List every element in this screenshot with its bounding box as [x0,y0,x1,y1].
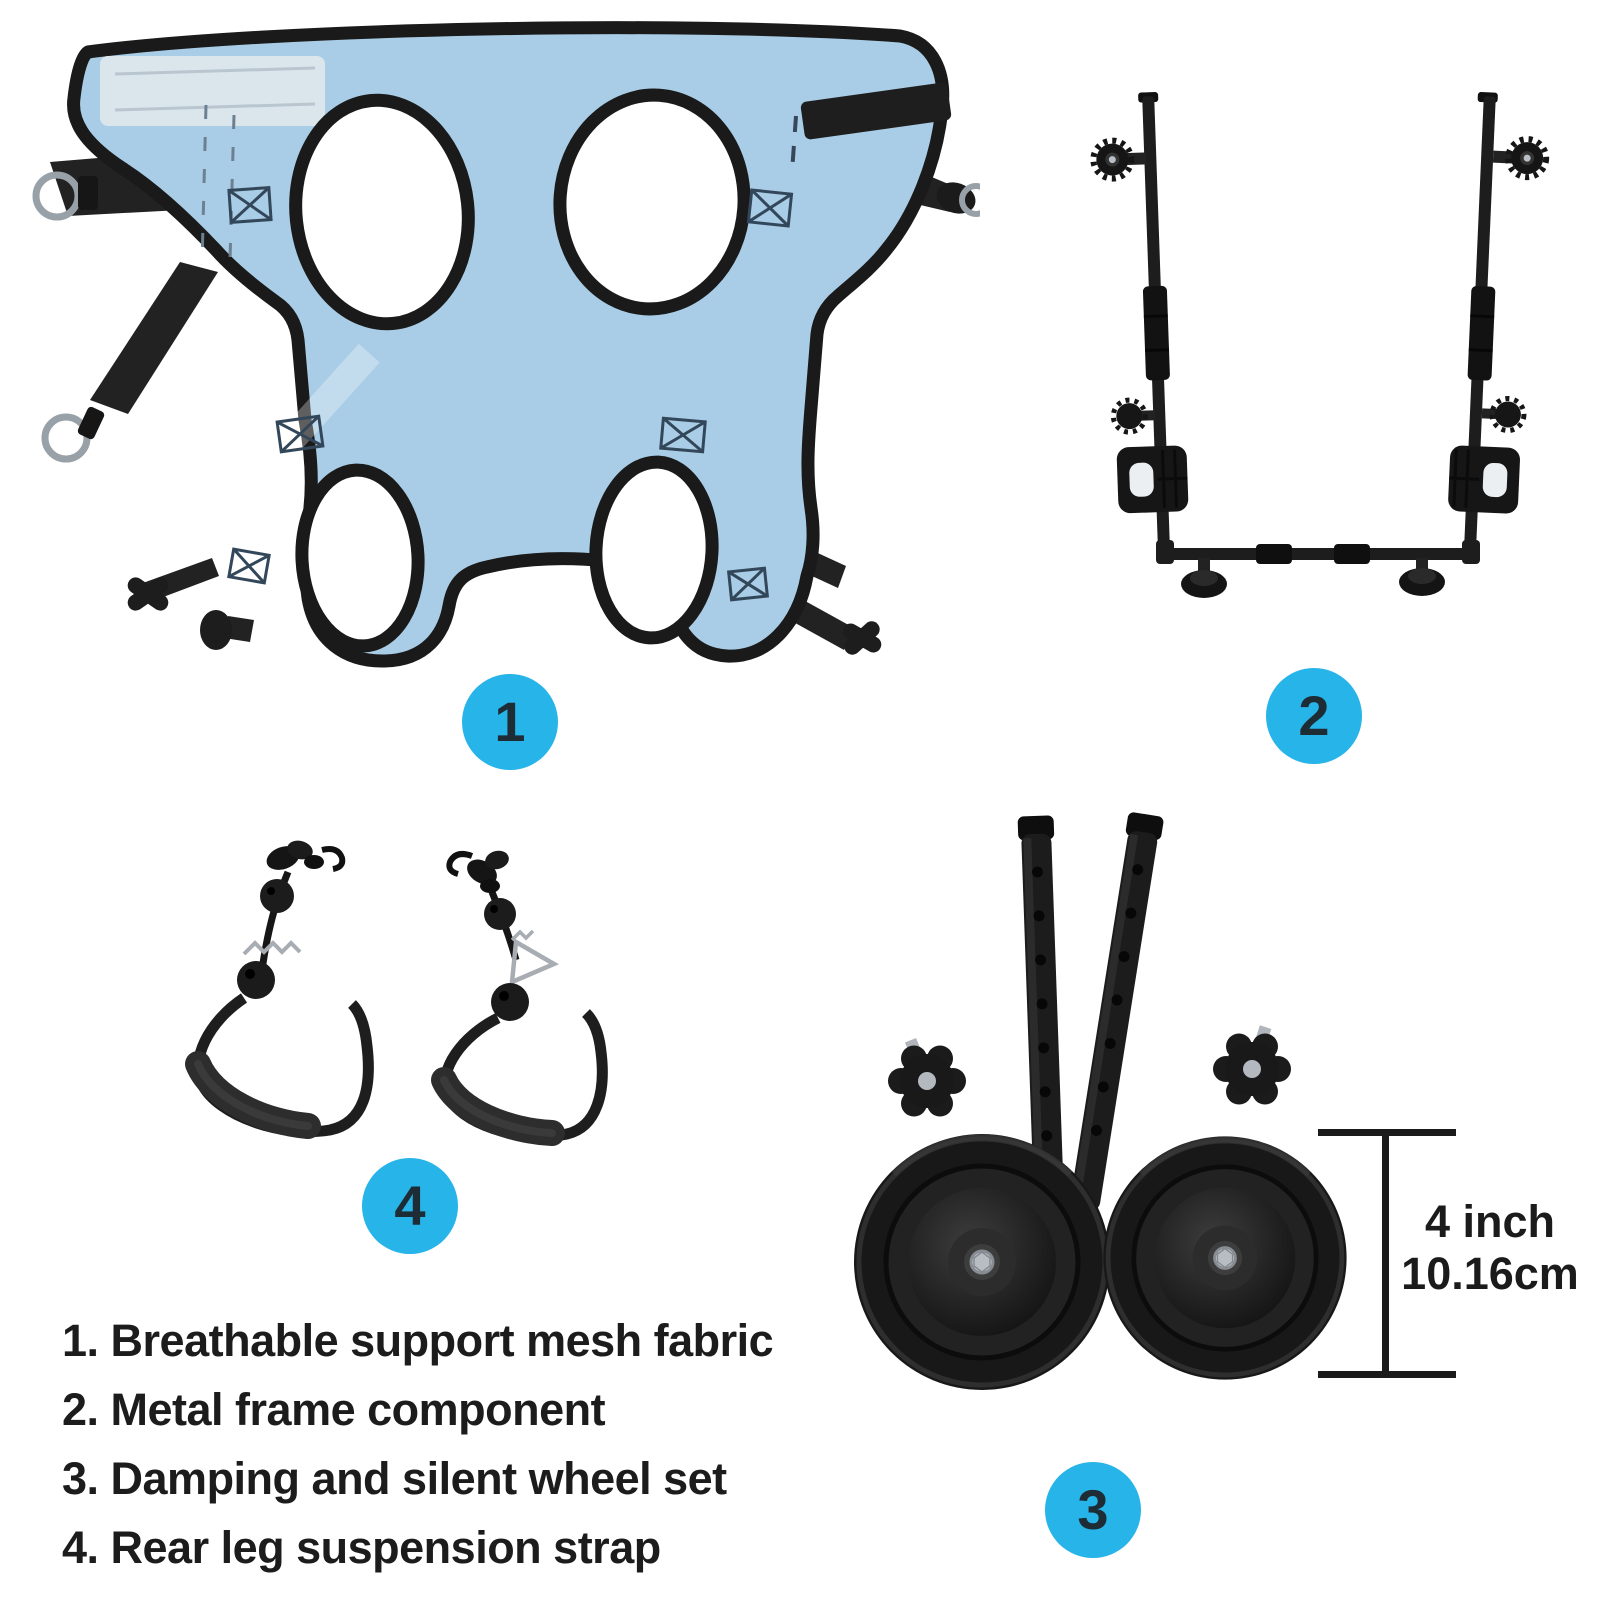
stitch-box-marks [227,186,794,602]
adjust-knob-icon [1399,558,1445,596]
wheel-strut [1017,815,1065,1216]
frame-left-upright [1090,92,1189,555]
suspension-strap-photo [185,840,608,1146]
front-leg-hole [553,88,751,316]
measurement-bracket-line [1382,1129,1389,1378]
rear-leg-hole [589,455,719,645]
adjust-knob-icon [1489,396,1527,434]
measurement-bracket-bottom-tick [1318,1371,1456,1378]
wheel-diameter-centimeters: 10.16cm [1401,1248,1579,1299]
adjust-knob-icon [1110,397,1148,435]
star-knob-icon [1213,1025,1291,1105]
toggle-icon [237,961,275,999]
legend-item-4: 4. Rear leg suspension strap [62,1522,661,1573]
rear-leg-hole [295,463,425,653]
front-leg-hole [289,93,475,331]
wheel-diameter-inches: 4 inch [1424,1196,1556,1247]
wheel [854,1134,1110,1390]
suspension-strap-right [431,850,608,1146]
legend-item-1: 1. Breathable support mesh fabric [62,1315,774,1366]
mesh-fabric-vest-photo [32,21,980,668]
wheel-set-photo [830,812,1390,1410]
foam-pad [185,1051,321,1139]
triangle-clip-icon [509,938,560,986]
metal-ring-icon [41,413,91,463]
adjust-knob-icon [1181,558,1227,598]
velcro-patch [100,56,325,126]
toggle-icon [260,879,294,913]
toggle-icon [484,898,516,930]
spring-clip-icon [242,940,302,956]
wheel-strut [1070,812,1164,1211]
component-3-badge: 3 [1045,1462,1141,1558]
velcro-strip [800,82,952,140]
adjust-knob-icon [1090,137,1135,182]
frame-bottom-bar [1156,540,1480,598]
legend-item-2: 2. Metal frame component [62,1384,606,1435]
component-4-badge: 4 [362,1158,458,1254]
telescoping-sleeve [1467,286,1496,381]
legend-item-3: 3. Damping and silent wheel set [62,1453,727,1504]
telescoping-sleeve [1142,285,1170,381]
toggle-icon [491,983,529,1021]
component-1-badge: 1 [462,674,558,770]
cord-lock-clip-icon [842,621,882,655]
metal-frame-photo [1090,92,1550,598]
wheel-diameter-label: 4 inch 10.16cm [1382,1196,1598,1300]
cord-lock-clip-icon [127,577,169,611]
leg-holes [289,88,751,653]
suspension-strap-left [185,840,374,1139]
metal-ring-icon [959,183,980,217]
adjust-knob-icon [1505,136,1550,181]
component-legend: 1. Breathable support mesh fabric 2. Met… [62,1315,774,1594]
star-knob-icon [888,1037,966,1117]
hook-icon [321,846,346,872]
component-2-badge: 2 [1266,668,1362,764]
frame-right-upright [1448,92,1550,555]
hook-icon [446,851,474,877]
wheel [1103,1136,1346,1379]
